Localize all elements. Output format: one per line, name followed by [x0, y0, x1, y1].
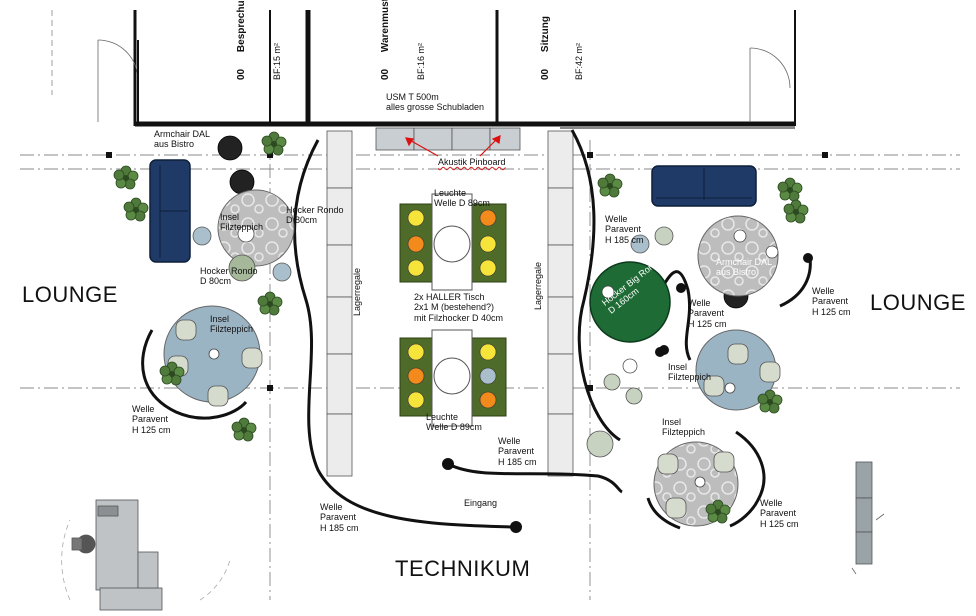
- pinboard-arrows: [405, 135, 501, 157]
- sofa-right: [651, 165, 757, 207]
- label-akustik: Akustik Pinboard: [438, 157, 506, 167]
- room-besprechung-area: BF:15 m²: [272, 42, 282, 80]
- rug-left-blue: [163, 305, 263, 407]
- label-insel-1: Insel Filzteppich: [220, 212, 264, 233]
- zone-lounge-right: LOUNGE: [870, 290, 966, 315]
- label-armchair-left: Armchair DAL aus Bistro: [154, 129, 211, 150]
- grid-markers: [106, 152, 828, 391]
- label-welle-125-d: Welle Paravent H 125 cm: [760, 498, 799, 529]
- label-welle-185-c: Welle Paravent H 185 cm: [320, 502, 359, 533]
- label-welle-125-b: Welle Paravent H 125 cm: [688, 298, 727, 329]
- label-leuchte-top: Leuchte Welle D 89cm: [434, 188, 490, 209]
- room-name: Besprechun: [236, 0, 247, 53]
- paravent-endcaps: [442, 253, 813, 533]
- room-warenmuster: 00 Warenmust: [380, 0, 392, 80]
- table-top: [399, 193, 507, 291]
- sofa-left: [149, 159, 191, 263]
- label-insel-2: Insel Filzteppich: [210, 314, 254, 335]
- rug-right-blue: [695, 329, 781, 411]
- room-number: 00: [236, 68, 247, 80]
- room-name: Sitzung: [540, 15, 551, 53]
- table-bottom: [399, 329, 507, 427]
- label-lagerregale-left: Lagerregale: [352, 267, 362, 316]
- label-tables: 2x HALLER Tisch 2x1 M (bestehend?) mit F…: [414, 292, 504, 323]
- room-name: Warenmust: [380, 0, 391, 53]
- label-lagerregale-right: Lagerregale: [533, 261, 543, 310]
- label-welle-125-a: Welle Paravent H 125 cm: [132, 404, 171, 435]
- zone-lounge-left: LOUNGE: [22, 282, 118, 307]
- workstation: [61, 499, 231, 611]
- label-hocker-rondo-b: Hocker Rondo D 80cm: [200, 266, 258, 287]
- label-hocker-rondo-a: Hocker Rondo D 80cm: [286, 205, 344, 226]
- label-leuchte-bottom: Leuchte Welle D 89cm: [426, 412, 482, 433]
- rug-right-top: [697, 215, 779, 297]
- walls: [133, 10, 796, 129]
- label-welle-185-b: Welle Paravent H 185 cm: [498, 436, 537, 467]
- room-sitzung-area: BF:42 m²: [574, 42, 584, 80]
- room-number: 00: [380, 68, 391, 80]
- shelf-right: [547, 130, 574, 477]
- hocker-big-rondo: [589, 261, 671, 343]
- room-besprechung: 00 Besprechun: [236, 0, 248, 80]
- zone-technikum: TECHNIKUM: [395, 556, 531, 581]
- cabinet-right: [851, 461, 885, 575]
- label-insel-3: Insel Filzteppich: [668, 362, 712, 383]
- small-stools: [192, 225, 674, 458]
- label-welle-125-c: Welle Paravent H 125 cm: [812, 286, 851, 317]
- shelf-left: [326, 130, 353, 477]
- label-armchair-right: Armchair DAL aus Bistro: [716, 257, 773, 278]
- label-welle-185-a: Welle Paravent H 185 cm: [605, 214, 644, 245]
- room-warenmuster-area: BF:16 m²: [416, 42, 426, 80]
- label-insel-4: Insel Filzteppich: [662, 417, 706, 438]
- doors: [97, 39, 791, 122]
- room-number: 00: [540, 68, 551, 80]
- label-eingang: Eingang: [464, 498, 498, 508]
- usm-sideboard: [375, 127, 521, 151]
- label-usm: USM T 500m alles grosse Schubladen: [386, 92, 485, 113]
- rug-left-top: [217, 189, 295, 267]
- welle-paravents: [141, 129, 812, 530]
- room-sitzung: 00 Sitzung: [540, 0, 552, 80]
